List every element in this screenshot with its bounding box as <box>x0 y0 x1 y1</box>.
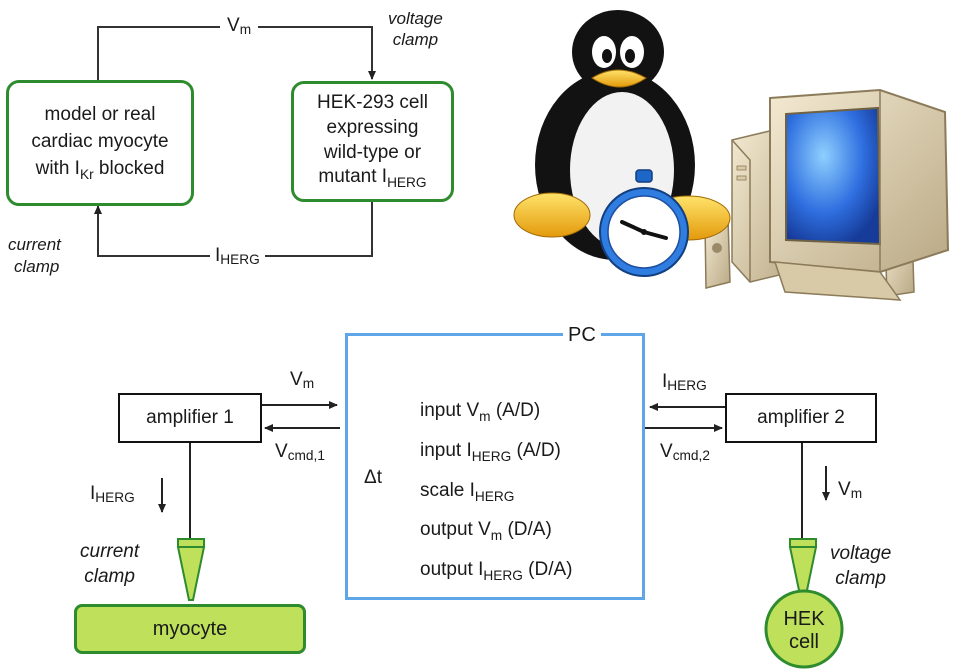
amplifier-2-box: amplifier 2 <box>725 393 877 443</box>
hek-box-line2: expressing <box>326 116 419 138</box>
amplifier-1-box: amplifier 1 <box>118 393 262 443</box>
bottom-voltage-clamp-label: voltage clamp <box>830 543 892 589</box>
pc-title: PC <box>563 325 601 345</box>
top-iherg-label: IHERG <box>212 246 263 266</box>
pc-steps-list: input Vm (A/D) input IHERG (A/D) scale I… <box>420 394 573 593</box>
amplifier-2-label: amplifier 2 <box>757 407 845 428</box>
bottom-current-clamp-label: current clamp <box>80 541 140 587</box>
delta-t-label: Δt <box>362 466 384 489</box>
hek-cell-box: HEK-293 cell expressing wild-type or mut… <box>291 81 454 202</box>
vcmd1-label: Vcmd,1 <box>275 441 325 463</box>
myocyte-box-line1: model or real <box>44 104 156 126</box>
myocyte-box-line3: with IKr blocked <box>35 157 165 182</box>
hek-cell-label: HEK cell <box>783 608 825 653</box>
vm-to-pc-label: Vm <box>290 369 315 391</box>
myocyte-label: myocyte <box>152 617 228 640</box>
hek-box-line3: wild-type or <box>323 141 422 163</box>
pc-step: output Vm (D/A) <box>420 519 552 544</box>
pc-step: scale IHERG <box>420 479 515 504</box>
pc-step: input Vm (A/D) <box>420 400 541 424</box>
top-current-clamp-label: current clamp <box>8 235 61 277</box>
top-vm-label: Vm <box>224 16 255 36</box>
stopwatch-icon <box>599 169 689 277</box>
iherg-to-pc-label: IHERG <box>662 371 707 393</box>
hek-cell-circle <box>764 589 844 669</box>
pc-step: output IHERG (D/A) <box>420 559 573 583</box>
myocyte-model-box: model or real cardiac myocyte with IKr b… <box>6 80 194 206</box>
vm-down-label: Vm <box>838 479 863 501</box>
top-loop-lines <box>94 26 376 257</box>
pc-box <box>345 333 645 600</box>
iherg-down-label: IHERG <box>90 483 135 505</box>
computer-icon <box>704 88 950 301</box>
vcmd2-label: Vcmd,2 <box>660 441 710 463</box>
hek-box-line1: HEK-293 cell <box>317 92 428 114</box>
myocyte-box-line2: cardiac myocyte <box>31 131 169 153</box>
amplifier-1-label: amplifier 1 <box>146 407 234 428</box>
pc-step: input IHERG (A/D) <box>420 439 561 464</box>
myocyte-bar: myocyte <box>74 604 306 654</box>
electrode-left <box>176 538 206 601</box>
top-voltage-clamp-label: voltage clamp <box>388 9 443 50</box>
hek-box-line4: mutant IHERG <box>318 166 427 191</box>
